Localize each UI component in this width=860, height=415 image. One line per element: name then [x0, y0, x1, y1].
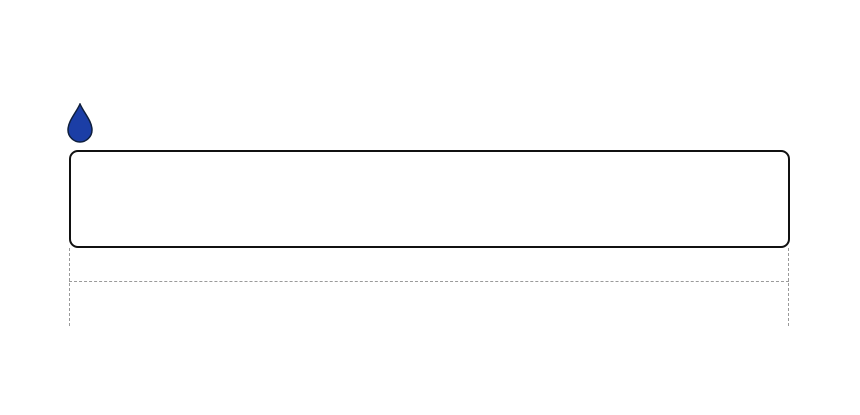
canvas-box[interactable]: [69, 150, 790, 248]
guide-horizontal: [69, 281, 789, 282]
guide-left: [69, 248, 70, 326]
drop-icon[interactable]: [66, 103, 94, 144]
guide-right: [788, 248, 789, 326]
